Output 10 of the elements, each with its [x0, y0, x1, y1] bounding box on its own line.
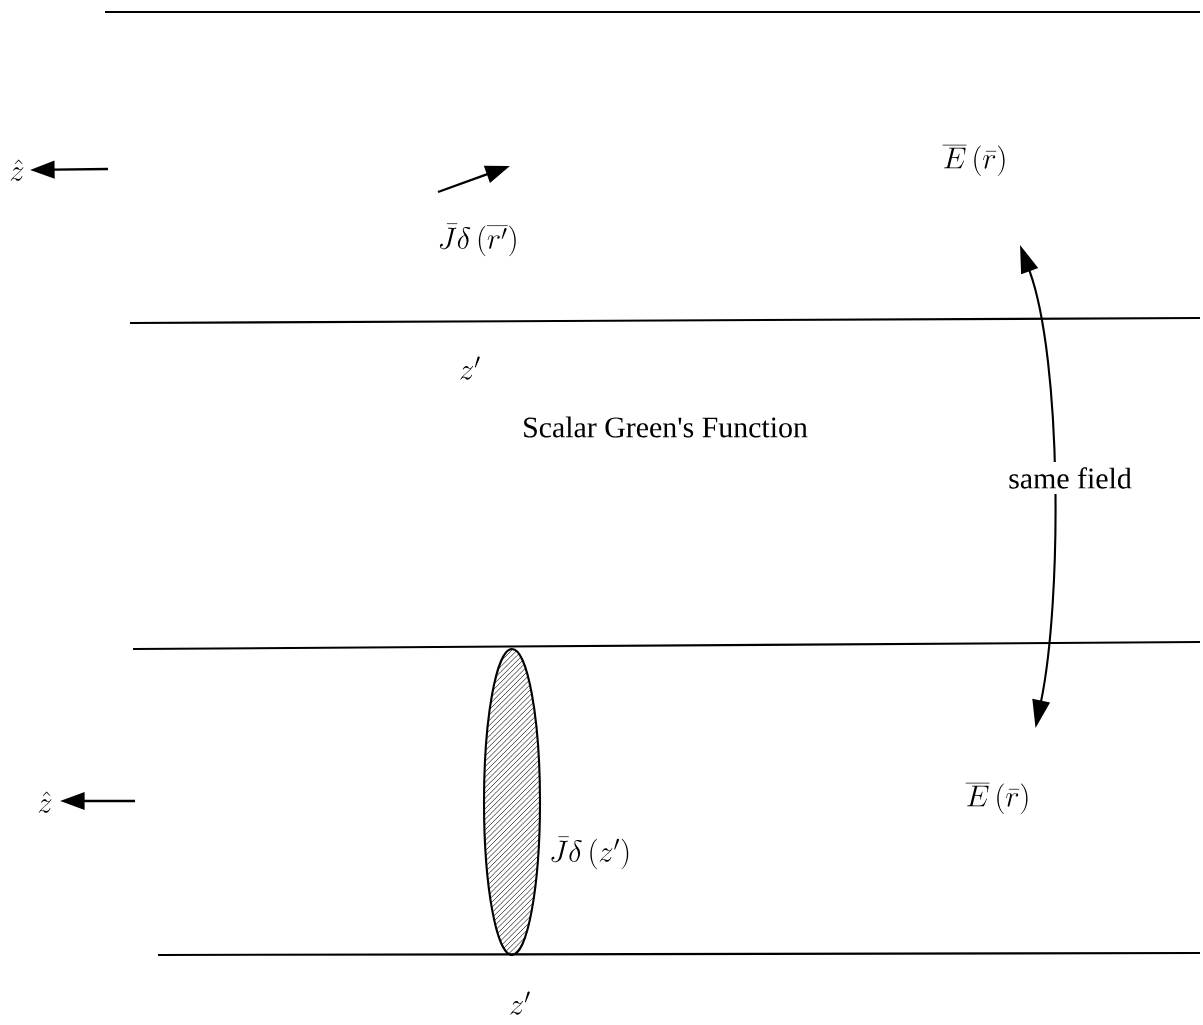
math-label: $\bar{J}\delta\,(z')$: [551, 836, 629, 870]
math-label: $\hat{z}$: [38, 791, 52, 813]
math-label: $\hat{z}$: [10, 159, 24, 181]
caption: Scalar Green's Function: [524, 416, 808, 438]
math-label: $z'$: [460, 356, 480, 380]
edge-label: same field: [1002, 462, 1138, 494]
field-label: $\overline{E}\,(\bar{r})$: [942, 145, 1005, 176]
math-label: $\bar{J}\delta\,(\overline{r'})$: [439, 223, 516, 257]
field-label: $\overline{E}\,(\bar{r})$: [965, 783, 1028, 814]
math-label: $z'$: [510, 991, 530, 1015]
